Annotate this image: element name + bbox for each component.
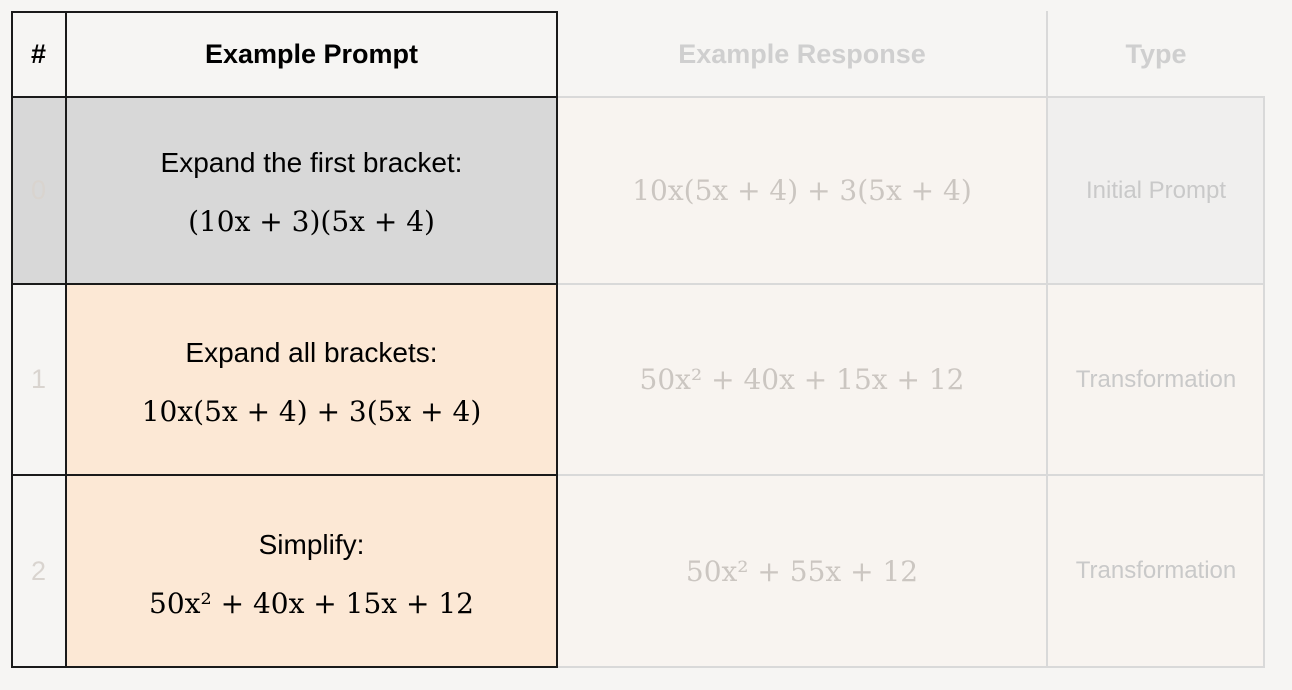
row-0-instruction: Expand the first bracket: <box>160 147 463 178</box>
row-0-response: 10x(5x + 4) + 3(5x + 4) <box>632 174 972 207</box>
num-row1-bg <box>11 284 66 475</box>
grid-line-v-prompt <box>556 11 558 668</box>
row-1-instruction: Expand all brackets: <box>185 337 438 368</box>
grid-line-v-num <box>65 11 67 668</box>
row-1-response: 50x² + 40x + 15x + 12 <box>639 363 965 396</box>
grid-line-h-header-dark <box>11 96 558 98</box>
type-row0-bg <box>1047 97 1263 284</box>
grid-line-v-type <box>1046 11 1048 668</box>
grid-line-h-header <box>557 96 1265 98</box>
row-2-response: 50x² + 55x + 12 <box>685 554 919 588</box>
header-example-response: Example Response <box>678 38 926 69</box>
row-2-expression: 50x² + 40x + 15x + 12 <box>149 586 474 620</box>
row-0-expression: (10x + 3)(5x + 4) <box>188 205 435 238</box>
row-1-expression: 10x(5x + 4) + 3(5x + 4) <box>141 395 482 428</box>
border-bottom <box>11 666 558 668</box>
border-left <box>11 11 13 668</box>
row-2-type: Transformation <box>1075 557 1237 584</box>
grid-line-h-row1-dark <box>11 474 558 476</box>
num-row0-bg <box>11 97 66 284</box>
border-top <box>11 11 558 13</box>
prompt-header-bg <box>66 11 557 97</box>
grid-line-h-row0 <box>557 283 1265 285</box>
row-2-prompt: Simplify: 50x² + 40x + 15x + 12 <box>66 475 557 667</box>
row-1-type: Transformation <box>1075 365 1237 393</box>
header-num: # <box>30 38 47 69</box>
num-header-bg <box>11 11 66 97</box>
row-0-prompt: Expand the first bracket: (10x + 3)(5x +… <box>66 97 557 284</box>
faded-header-bg <box>557 11 1265 97</box>
header-example-prompt: Example Prompt <box>204 38 419 69</box>
prompt-row1-bg <box>66 284 557 475</box>
prompt-row0-bg <box>66 97 557 284</box>
grid-line-h-row0-dark <box>11 283 558 285</box>
num-row2-bg <box>11 475 66 667</box>
row-1-prompt: Expand all brackets: 10x(5x + 4) + 3(5x … <box>66 284 557 475</box>
header-type: Type <box>1125 38 1187 69</box>
row-0-num: 0 <box>30 175 47 205</box>
row-2-instruction: Simplify: <box>258 528 365 560</box>
prompt-row2-bg <box>66 475 557 667</box>
grid-line-h-row1 <box>557 474 1265 476</box>
row-1-num: 1 <box>30 364 47 394</box>
row-2-num: 2 <box>30 555 47 586</box>
row-0-type: Initial Prompt <box>1085 176 1227 204</box>
